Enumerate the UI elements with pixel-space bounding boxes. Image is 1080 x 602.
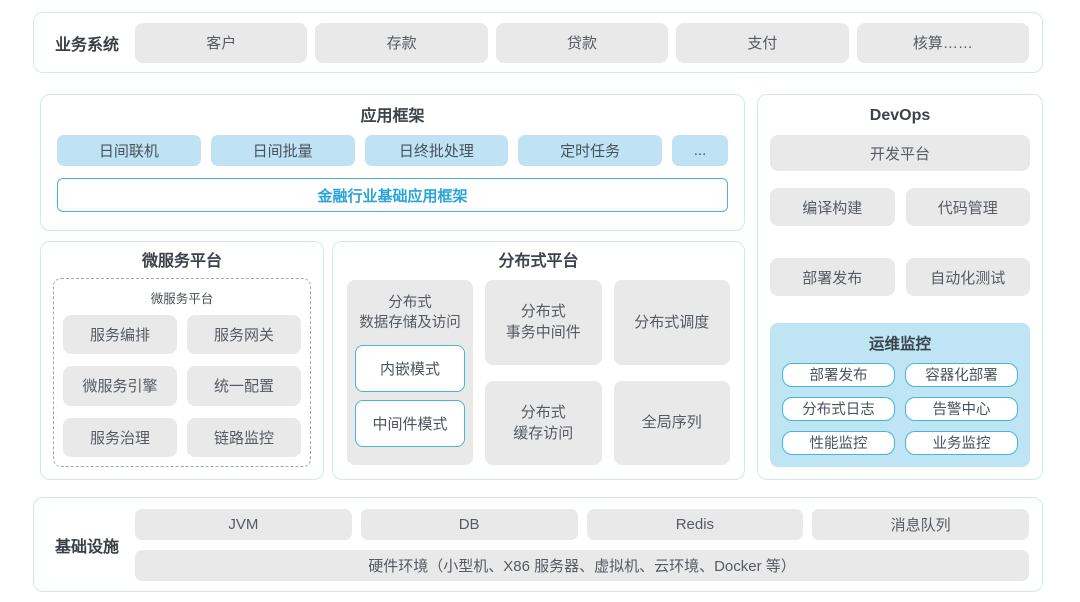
monitor-alert-center: 告警中心	[905, 396, 1018, 421]
business-item-customer: 客户	[135, 22, 308, 63]
distributed-storage-cell: 分布式 数据存储及访问 内嵌模式 中间件模式	[347, 280, 473, 465]
monitor-container-deploy: 容器化部署	[905, 362, 1018, 387]
app-framework-panel: 应用框架 日间联机 日间批量 日终批处理 定时任务 ... 金融行业基础应用框架	[40, 94, 745, 231]
devops-tool-deploy: 部署发布	[770, 258, 895, 297]
distributed-storage-label: 分布式 数据存储及访问	[359, 295, 461, 331]
microservice-item-governance: 服务治理	[63, 417, 177, 457]
microservice-grid: 服务编排 服务网关 微服务引擎 统一配置 服务治理 链路监控	[63, 315, 301, 457]
module-eod-batch: 日终批处理	[364, 135, 509, 166]
microservice-item-orchestration: 服务编排	[63, 315, 177, 355]
microservice-item-tracing: 链路监控	[187, 417, 301, 457]
devops-tool-build: 编译构建	[770, 188, 895, 226]
app-framework-modules-row: 日间联机 日间批量 日终批处理 定时任务 ...	[57, 135, 728, 166]
microservice-item-engine: 微服务引擎	[63, 366, 177, 406]
distributed-col-middle: 分布式 事务中间件 分布式 缓存访问	[485, 280, 602, 465]
infrastructure-content: JVM DB Redis 消息队列 硬件环境（小型机、X86 服务器、虚拟机、云…	[135, 508, 1029, 581]
base-framework-banner: 金融行业基础应用框架	[57, 178, 728, 212]
devops-dev-platform: 开发平台	[770, 135, 1030, 171]
ops-monitoring-title: 运维监控	[868, 335, 931, 353]
business-item-accounting: 核算……	[856, 22, 1030, 63]
infrastructure-components-row: JVM DB Redis 消息队列	[135, 508, 1029, 540]
module-daytime-batch: 日间批量	[210, 135, 355, 166]
microservice-platform-panel: 微服务平台 微服务平台 服务编排 服务网关 微服务引擎 统一配置 服务治理 链路…	[40, 241, 324, 480]
storage-mode-embedded: 内嵌模式	[355, 345, 465, 393]
devops-panel: DevOps 开发平台 编译构建 代码管理 部署发布 自动化测试 运维监控 部署…	[757, 94, 1043, 480]
module-more-ellipsis: ...	[672, 135, 728, 166]
devops-tools-grid: 编译构建 代码管理 部署发布 自动化测试	[770, 188, 1030, 312]
distributed-platform-panel: 分布式平台 分布式 数据存储及访问 内嵌模式 中间件模式 分布式 事务中间件 分…	[332, 241, 745, 480]
microservice-inner-title: 微服务平台	[150, 292, 214, 306]
ops-monitoring-group: 运维监控 部署发布 容器化部署 分布式日志 告警中心 性能监控 业务监控	[770, 322, 1030, 467]
business-systems-panel: 业务系统 客户 存款 贷款 支付 核算……	[33, 12, 1043, 73]
microservice-item-config: 统一配置	[187, 366, 301, 406]
monitor-distributed-log: 分布式日志	[782, 396, 895, 421]
business-item-payment: 支付	[676, 22, 849, 63]
business-item-loan: 贷款	[495, 22, 669, 63]
business-systems-row: 客户 存款 贷款 支付 核算……	[135, 22, 1030, 63]
module-daytime-online: 日间联机	[57, 135, 201, 166]
distributed-cell-sequence: 全局序列	[613, 380, 730, 465]
infrastructure-label: 基础设施	[54, 538, 119, 556]
business-item-deposit: 存款	[315, 22, 488, 63]
distributed-cell-transaction: 分布式 事务中间件	[485, 280, 602, 365]
ops-monitoring-grid: 部署发布 容器化部署 分布式日志 告警中心 性能监控 业务监控	[782, 362, 1018, 455]
distributed-grid: 分布式 数据存储及访问 内嵌模式 中间件模式 分布式 事务中间件 分布式 缓存访…	[347, 280, 730, 465]
infrastructure-panel: 基础设施 JVM DB Redis 消息队列 硬件环境（小型机、X86 服务器、…	[33, 497, 1043, 592]
app-framework-title: 应用框架	[360, 108, 425, 125]
microservice-item-gateway: 服务网关	[187, 315, 301, 355]
module-scheduled-task: 定时任务	[518, 135, 662, 166]
devops-title: DevOps	[869, 107, 931, 124]
distributed-col-right: 分布式调度 全局序列	[613, 280, 730, 465]
microservice-platform-title: 微服务平台	[141, 253, 222, 270]
infra-item-message-queue: 消息队列	[812, 508, 1029, 540]
infra-item-db: DB	[360, 508, 578, 540]
monitor-performance: 性能监控	[782, 430, 895, 455]
storage-mode-middleware: 中间件模式	[355, 400, 465, 448]
devops-tool-auto-test: 自动化测试	[905, 258, 1030, 297]
monitor-deploy-release: 部署发布	[782, 362, 895, 387]
distributed-cell-cache: 分布式 缓存访问	[485, 380, 602, 465]
hardware-environment-bar: 硬件环境（小型机、X86 服务器、虚拟机、云环境、Docker 等）	[135, 549, 1029, 581]
microservice-inner-group: 微服务平台 服务编排 服务网关 微服务引擎 统一配置 服务治理 链路监控	[53, 278, 311, 467]
monitor-business: 业务监控	[905, 430, 1018, 455]
distributed-platform-title: 分布式平台	[498, 253, 579, 270]
distributed-cell-scheduling: 分布式调度	[613, 280, 730, 365]
infra-item-jvm: JVM	[135, 508, 352, 540]
devops-tool-code-mgmt: 代码管理	[905, 188, 1030, 226]
business-systems-label: 业务系统	[54, 36, 119, 54]
infra-item-redis: Redis	[586, 508, 804, 540]
